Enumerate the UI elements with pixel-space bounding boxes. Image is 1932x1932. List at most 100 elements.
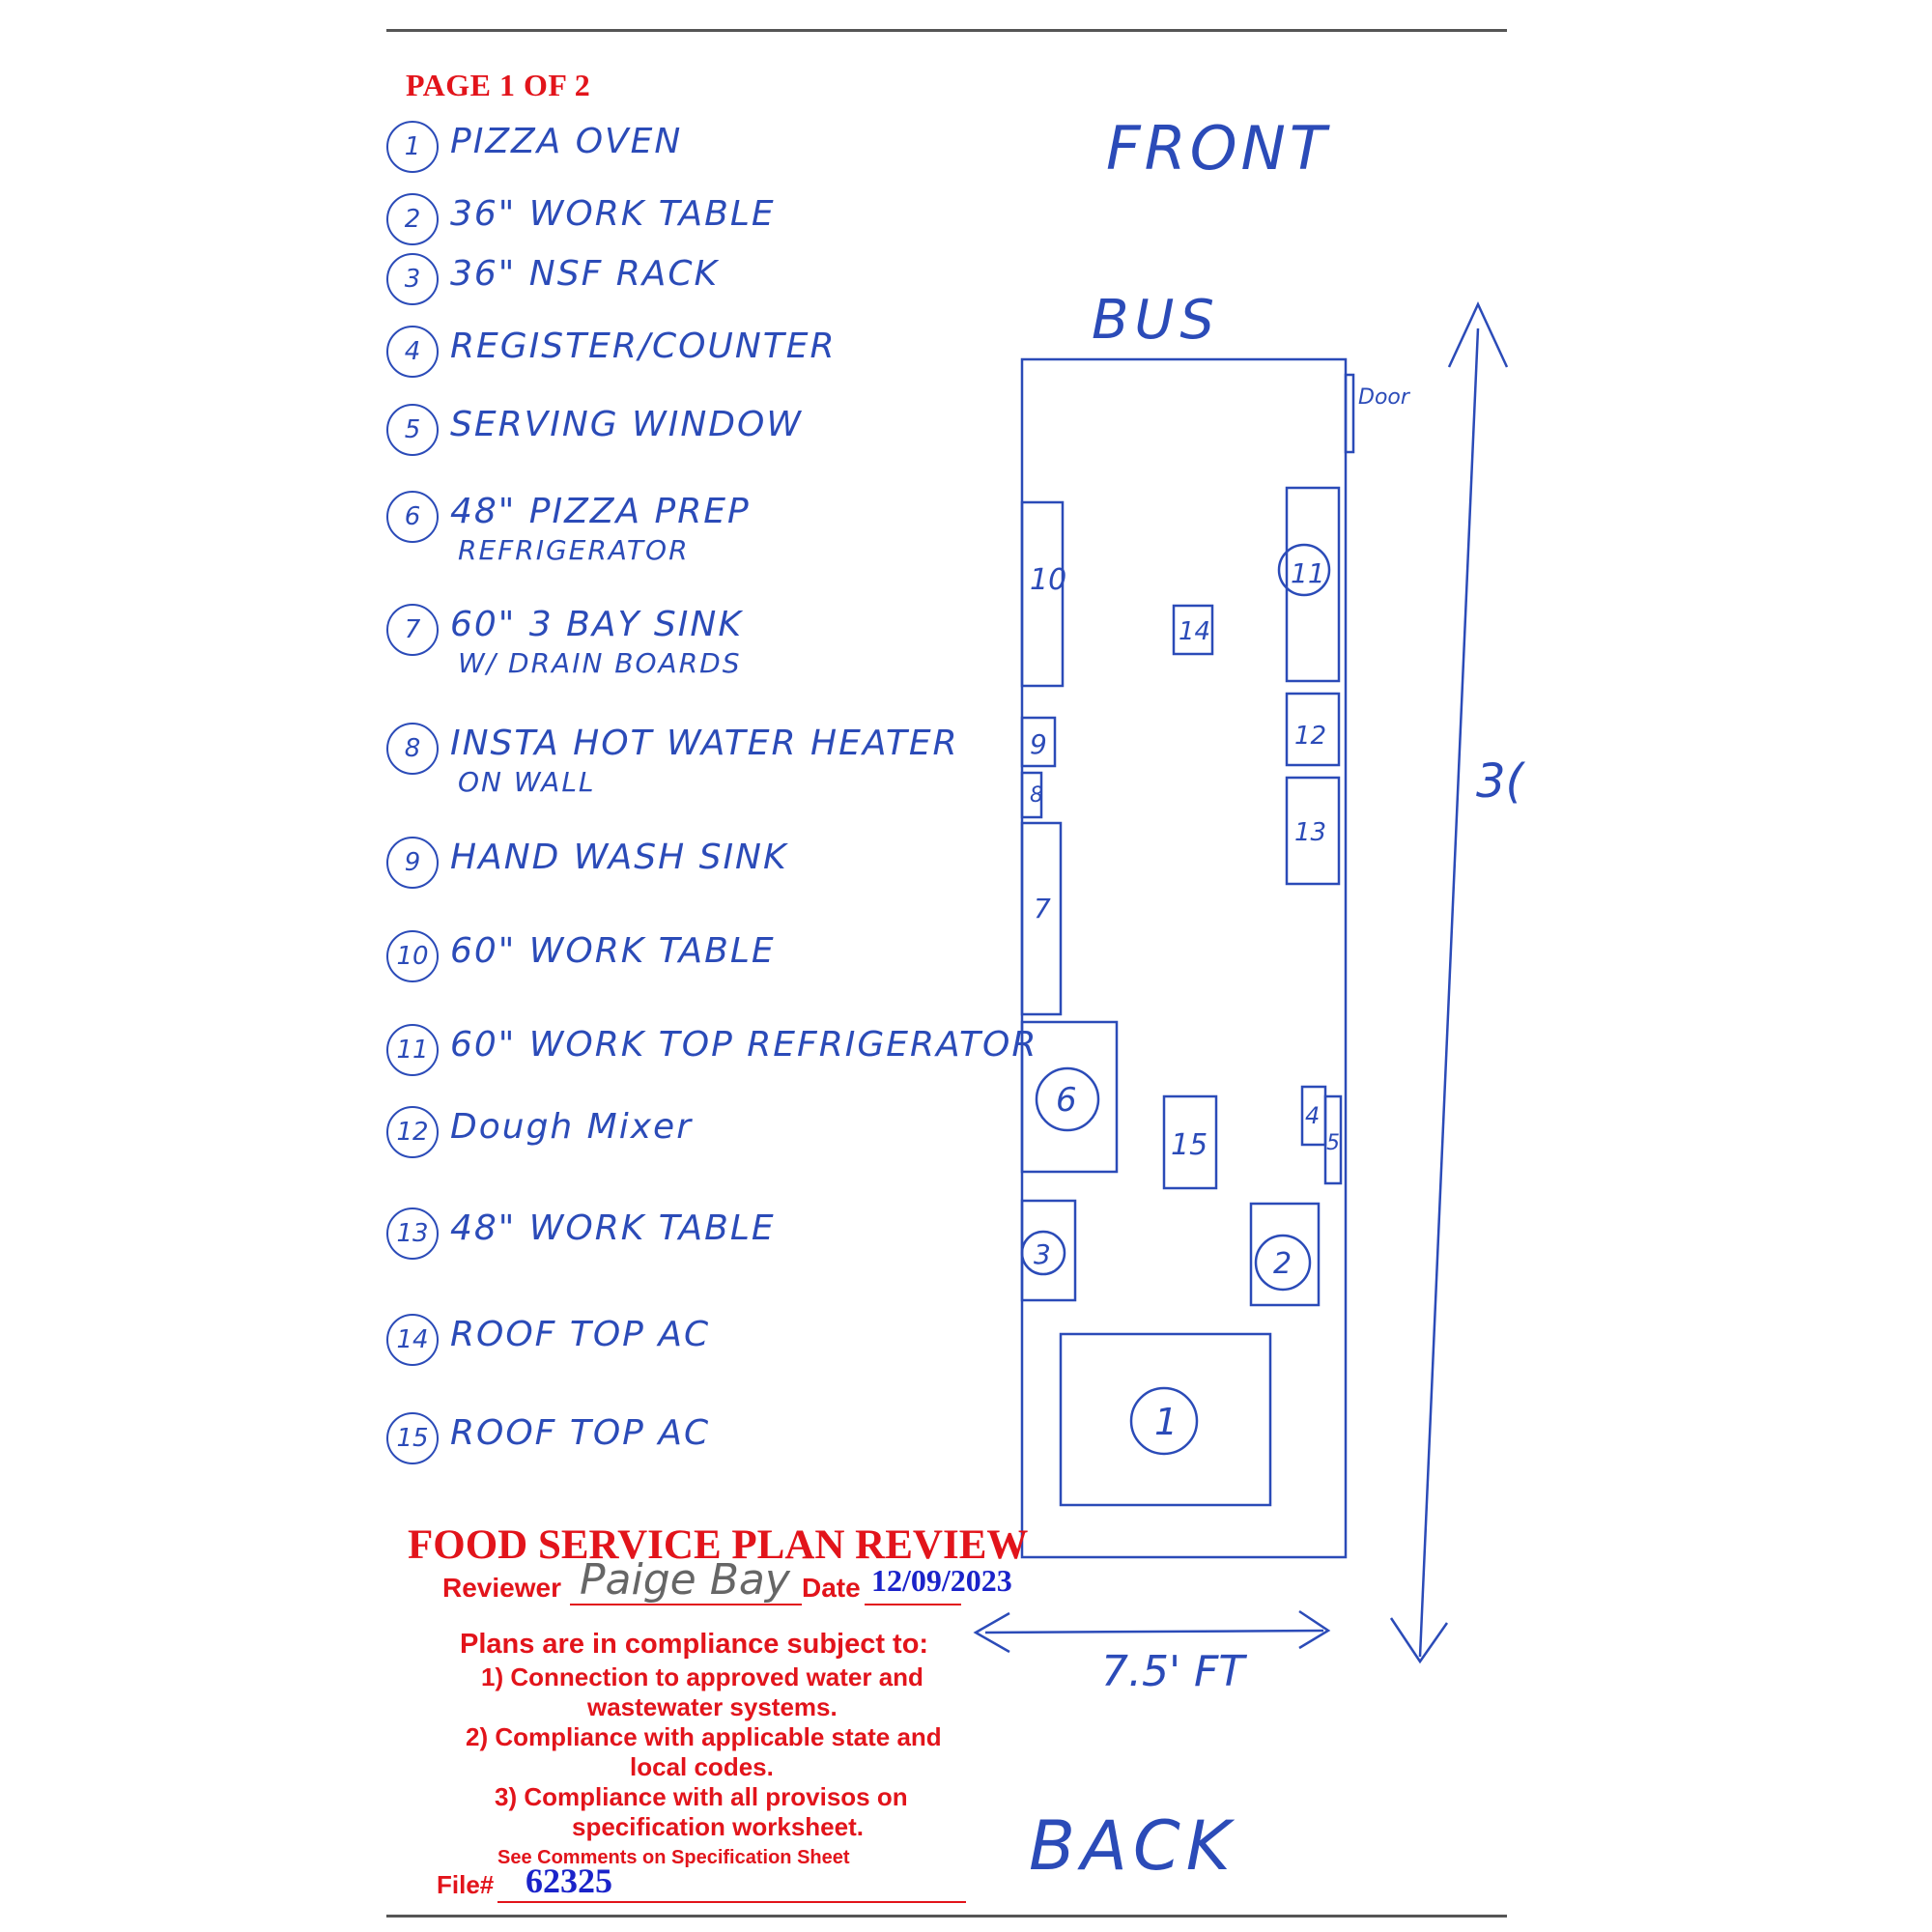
unit-4-label: 4 <box>1305 1102 1320 1129</box>
reviewer-label: Reviewer <box>442 1573 561 1603</box>
legend-text: ROOF TOP AC <box>450 1413 711 1453</box>
condition-line: specification worksheet. <box>572 1812 864 1841</box>
unit-15-label: 15 <box>1171 1128 1208 1162</box>
legend-number: 9 <box>386 837 439 889</box>
legend-item: 3 36" NSF RACK <box>386 253 719 305</box>
legend-number: 10 <box>386 930 439 982</box>
file-label: File# <box>437 1870 495 1899</box>
legend-item: 15 ROOF TOP AC <box>386 1412 710 1464</box>
unit-6-circle <box>1035 1066 1100 1132</box>
unit-7 <box>1020 821 1063 1016</box>
date-value: 12/09/2023 <box>871 1563 1012 1598</box>
door-label: Door <box>1358 385 1411 410</box>
legend-subtext: REFRIGERATOR <box>458 534 690 566</box>
legend-text: 60" WORK TOP REFRIGERATOR <box>450 1025 1038 1065</box>
legend-number: 7 <box>386 604 439 656</box>
legend-number: 2 <box>386 193 439 245</box>
legend-text: INSTA HOT WATER HEATER <box>450 724 959 763</box>
legend-number: 4 <box>386 326 439 378</box>
file-underline <box>497 1901 966 1903</box>
unit-7-label: 7 <box>1034 893 1051 924</box>
file-number: 62325 <box>526 1861 612 1900</box>
length-label: 3( <box>1476 754 1526 809</box>
unit-6 <box>1020 1020 1119 1174</box>
legend-number: 14 <box>386 1314 439 1366</box>
legend-text: 48" PIZZA PREP <box>450 492 751 531</box>
condition-line: 3) Compliance with all provisos on <box>495 1782 908 1811</box>
bottom-rule <box>386 1915 1507 1918</box>
legend-item: 12 Dough Mixer <box>386 1106 693 1158</box>
stamp-note: See Comments on Specification Sheet <box>497 1847 850 1868</box>
unit-2-circle <box>1254 1234 1312 1292</box>
legend-text: 48" WORK TABLE <box>450 1208 776 1248</box>
reviewer-signature: Paige Bay <box>580 1555 790 1605</box>
unit-3-circle <box>1020 1230 1066 1276</box>
legend-number: 11 <box>386 1024 439 1076</box>
condition-line: 2) Compliance with applicable state and <box>466 1722 942 1751</box>
trailer-outline <box>1020 357 1348 1559</box>
back-label: BACK <box>1029 1806 1236 1886</box>
top-rule <box>386 29 1507 32</box>
legend-item: 1 PIZZA OVEN <box>386 121 682 173</box>
legend-text: 60" WORK TABLE <box>450 931 776 971</box>
unit-2 <box>1249 1202 1321 1307</box>
legend-text: 60" 3 BAY SINK <box>450 605 743 644</box>
unit-1-label: 1 <box>1154 1401 1178 1443</box>
unit-13 <box>1285 776 1341 886</box>
condition-line: local codes. <box>630 1752 774 1781</box>
legend-item: 11 60" WORK TOP REFRIGERATOR <box>386 1024 1037 1076</box>
legend-text: 36" NSF RACK <box>450 254 720 294</box>
legend-item: 5 SERVING WINDOW <box>386 404 803 456</box>
legend-number: 12 <box>386 1106 439 1158</box>
unit-12-label: 12 <box>1294 722 1326 751</box>
unit-10-label: 10 <box>1030 563 1066 597</box>
legend-number: 6 <box>386 491 439 543</box>
compliance-heading: Plans are in compliance subject to: <box>460 1629 929 1660</box>
unit-11 <box>1285 486 1341 683</box>
unit-8-label: 8 <box>1030 783 1043 808</box>
legend-subtext: ON WALL <box>458 766 596 798</box>
door <box>1344 373 1355 454</box>
legend-text: PIZZA OVEN <box>450 122 683 161</box>
unit-6-label: 6 <box>1056 1081 1077 1120</box>
date-label: Date <box>802 1573 861 1603</box>
page-label: PAGE 1 OF 2 <box>406 68 591 102</box>
unit-11-circle <box>1277 543 1331 597</box>
length-arrow-head-bottom <box>1389 1617 1449 1664</box>
legend-text: REGISTER/COUNTER <box>450 327 837 366</box>
unit-10 <box>1020 500 1065 688</box>
legend-text: HAND WASH SINK <box>450 838 788 877</box>
unit-9-label: 9 <box>1030 728 1047 760</box>
front-label: FRONT <box>1106 113 1330 184</box>
unit-11-label: 11 <box>1291 557 1325 589</box>
legend-number: 13 <box>386 1208 439 1260</box>
unit-14-label: 14 <box>1179 617 1210 646</box>
date-underline <box>865 1604 961 1605</box>
unit-2-label: 2 <box>1273 1247 1292 1281</box>
legend-text: SERVING WINDOW <box>450 405 803 444</box>
legend-item: 13 48" WORK TABLE <box>386 1208 776 1260</box>
legend-number: 1 <box>386 121 439 173</box>
condition-line: wastewater systems. <box>587 1692 838 1721</box>
length-arrow-head-top <box>1447 301 1509 368</box>
unit-5-label: 5 <box>1326 1131 1340 1155</box>
unit-3-label: 3 <box>1034 1238 1051 1270</box>
bus-label: BUS <box>1092 289 1220 352</box>
legend-item: 9 HAND WASH SINK <box>386 837 788 889</box>
legend-number: 3 <box>386 253 439 305</box>
unit-15 <box>1162 1094 1218 1190</box>
legend-item: 10 60" WORK TABLE <box>386 930 776 982</box>
legend-subtext: W/ DRAIN BOARDS <box>458 647 742 679</box>
legend-number: 15 <box>386 1412 439 1464</box>
legend-number: 8 <box>386 723 439 775</box>
legend-text: Dough Mixer <box>450 1107 693 1147</box>
unit-1 <box>1059 1332 1272 1507</box>
legend-number: 5 <box>386 404 439 456</box>
unit-13-label: 13 <box>1294 818 1326 847</box>
unit-8 <box>1020 771 1043 819</box>
